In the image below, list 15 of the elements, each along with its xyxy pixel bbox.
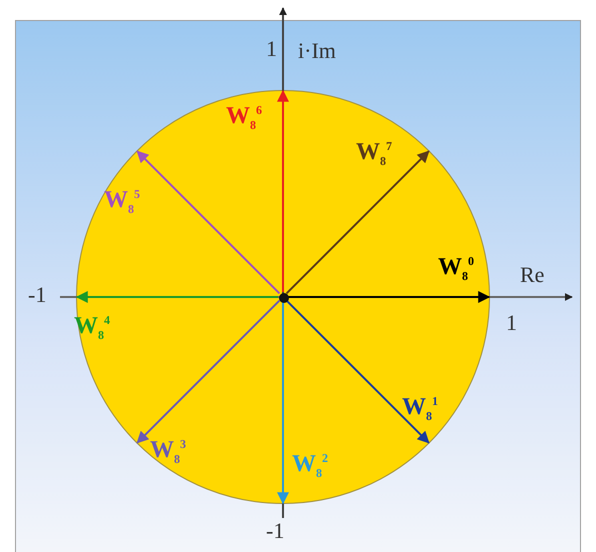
vector-arrow [288, 291, 490, 303]
vector-arrow [277, 302, 289, 504]
vector-arrow [76, 291, 278, 303]
tick-label: 1 [506, 312, 517, 334]
origin-point [279, 293, 289, 303]
vector-arrow [277, 90, 289, 292]
vector-arrow [286, 150, 430, 294]
tick-label: -1 [266, 520, 284, 542]
vector-arrow [136, 150, 280, 294]
axis-label: i·Im [298, 40, 336, 62]
axis-label: Re [520, 264, 544, 286]
tick-label: 1 [266, 38, 277, 60]
vector-arrow [136, 300, 280, 444]
vector-arrow [286, 300, 430, 444]
tick-label: -1 [28, 284, 46, 306]
